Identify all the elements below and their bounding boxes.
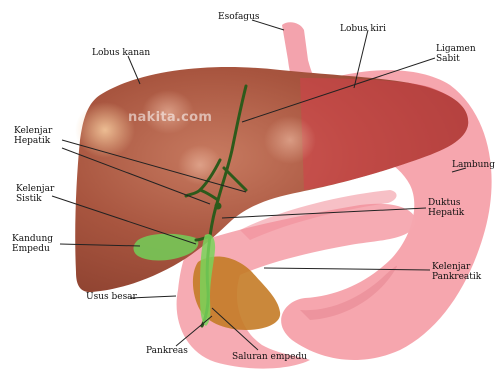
duct-junction: [215, 203, 222, 210]
label-duktus-hepatik: Duktus Hepatik: [428, 198, 464, 218]
label-lobus-kiri: Lobus kiri: [340, 24, 386, 34]
label-ligamen-sabit: Ligamen Sabit: [436, 44, 476, 64]
label-lambung: Lambung: [452, 160, 495, 170]
label-kelenjar-sistik: Kelenjar Sistik: [16, 184, 54, 204]
label-usus-besar: Usus besar: [86, 292, 137, 302]
liver-highlight: [264, 116, 316, 164]
label-pankreas: Pankreas: [146, 346, 188, 356]
label-lobus-kanan: Lobus kanan: [92, 48, 150, 58]
liver-highlight: [75, 102, 135, 158]
label-kelenjar-hepatik: Kelenjar Hepatik: [14, 126, 52, 146]
label-esofagus: Esofagus: [218, 12, 259, 22]
label-kelenjar-pankreatik: Kelenjar Pankreatik: [432, 262, 481, 282]
label-saluran-empedu: Saluran empedu: [232, 352, 307, 362]
watermark-text: nakita.com: [128, 110, 212, 125]
label-kandung-empedu: Kandung Empedu: [12, 234, 53, 254]
